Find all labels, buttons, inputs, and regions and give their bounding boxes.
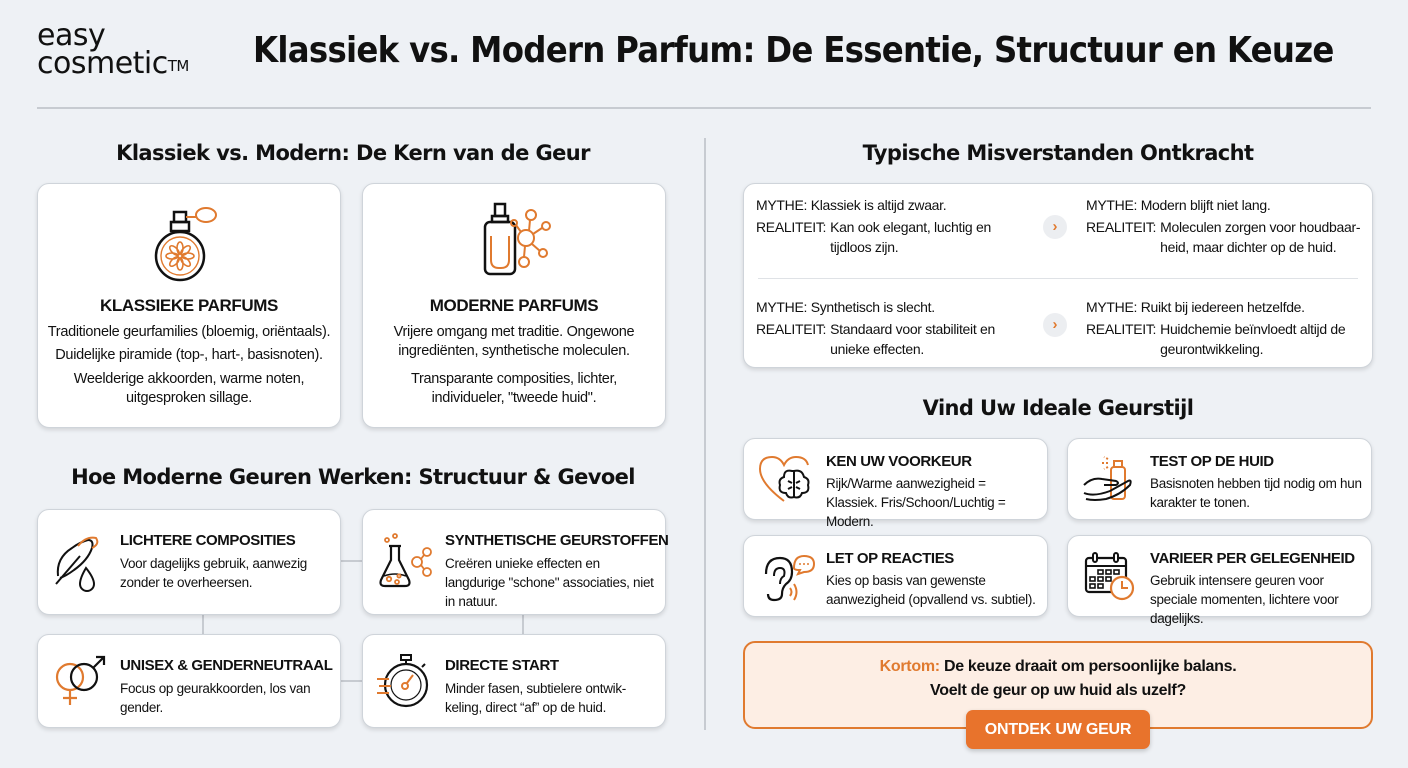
card-line: Duidelijke piramide (top-, hart-, basisn… (55, 347, 323, 363)
myth-text: Modern blijft niet lang. (1140, 197, 1271, 213)
myth-label: MYTHE: (756, 197, 808, 213)
myths-panel (743, 183, 1373, 368)
connector-line (202, 615, 204, 635)
card-modern-perfumes: MODERNE PARFUMS Vrijere omgang met tradi… (362, 183, 666, 428)
connector-line (340, 560, 362, 562)
chevron-right-icon[interactable]: › (1043, 215, 1067, 239)
column-divider (704, 138, 706, 730)
card-watch-reactions: LET OP REACTIES Kies op basis van gewens… (743, 535, 1048, 617)
myths-divider (758, 278, 1358, 279)
feather-drop-icon (50, 532, 110, 592)
card-title: KLASSIEKE PARFUMS (99, 296, 278, 315)
trademark: TM (167, 57, 190, 75)
brand-name-line2: cosmetic (37, 46, 168, 81)
card-text: Focus op geurakkoorden, los van gender. (120, 681, 311, 715)
section-title-style: Vind Uw Ideale Geurstijl (922, 396, 1194, 420)
card-text: Gebruik intensere geuren voor speciale m… (1150, 573, 1339, 626)
stopwatch-icon (375, 651, 435, 711)
reality-label: REALITEIT: (1086, 321, 1157, 337)
calendar-clock-icon (1080, 548, 1140, 604)
section-title-core: Klassiek vs. Modern: De Kern van de Geur (116, 141, 590, 165)
connector-line (340, 680, 362, 682)
card-title: UNISEX & GENDERNEUTRAAL (120, 657, 333, 674)
card-lighter-compositions: LICHTERE COMPOSITIES Voor dagelijks gebr… (37, 509, 341, 615)
card-text: Basisnoten hebben tijd nodig om hun kara… (1150, 476, 1362, 510)
card-line: Transparante composities, lichter, indiv… (410, 371, 618, 406)
reality-label: REALITEIT: (756, 321, 827, 337)
card-synthetic-fragrances: SYNTHETISCHE GEURSTOFFEN Creëren unieke … (362, 509, 669, 615)
myth-label: MYTHE: (756, 299, 808, 315)
card-text: Creëren unieke effecten en langdurige "s… (445, 556, 654, 609)
discover-scent-button[interactable]: ONTDEK UW GEUR (966, 710, 1150, 749)
myth-item: MYTHE: Klassiek is altijd zwaar. REALITE… (756, 195, 1031, 257)
flask-molecule-icon (375, 532, 435, 592)
card-text: Kies op basis van gewenste aanwezigheid … (826, 573, 1036, 607)
card-vary-by-occasion: VARIEER PER GELEGENHEID Gebruik intenser… (1067, 535, 1372, 626)
header-divider (37, 107, 1371, 109)
myth-item: MYTHE: Modern blijft niet lang. REALITEI… (1086, 195, 1366, 257)
card-text: Rijk/Warme aanwezigheid = Klassiek. Fris… (826, 476, 1006, 529)
brand-logo: easy cosmeticTM (37, 18, 190, 81)
card-text: Voor dagelijks gebruik, aanwezig zonder … (120, 556, 308, 590)
card-classic-perfumes: KLASSIEKE PARFUMS Traditionele geurfamil… (37, 183, 341, 428)
section-title-structure: Hoe Moderne Geuren Werken: Structuur & G… (71, 465, 635, 489)
reality-text: Huidchemie beïnvloedt altijd de geurontw… (1160, 321, 1346, 357)
myth-text: Ruikt bij iedereen hetzelfde. (1140, 299, 1305, 315)
reality-label: REALITEIT: (1086, 219, 1157, 235)
myth-label: MYTHE: (1086, 197, 1138, 213)
conclusion-line1: De keuze draait om persoonlijke balans. (943, 658, 1237, 675)
myth-label: MYTHE: (1086, 299, 1138, 315)
connector-line (522, 615, 524, 635)
card-title: LICHTERE COMPOSITIES (120, 532, 296, 549)
card-line: Vrijere omgang met traditie. Ongewone in… (393, 324, 635, 359)
card-title: MODERNE PARFUMS (429, 296, 599, 315)
reality-label: REALITEIT: (756, 219, 827, 235)
card-title: TEST OP DE HUID (1150, 453, 1274, 470)
conclusion-label: Kortom: (879, 658, 940, 675)
card-title: SYNTHETISCHE GEURSTOFFEN (445, 532, 669, 549)
card-title: LET OP REACTIES (826, 550, 954, 567)
gender-symbols-icon (50, 651, 110, 711)
brand-name-line1: easy (37, 18, 106, 53)
card-line: Traditionele geurfamilies (bloemig, orië… (47, 324, 331, 340)
page-title: Klassiek vs. Modern Parfum: De Essentie,… (253, 30, 1334, 71)
myth-item: MYTHE: Synthetisch is slecht. REALITEIT:… (756, 297, 1031, 359)
card-test-on-skin: TEST OP DE HUID Basisnoten hebben tijd n… (1067, 438, 1372, 520)
myth-text: Synthetisch is slecht. (810, 299, 935, 315)
reality-text: Moleculen zorgen voor houdbaar-heid, maa… (1160, 219, 1361, 255)
classic-perfume-bottle-icon (144, 198, 234, 288)
hand-spray-icon (1080, 451, 1140, 507)
card-text: Minder fasen, subtielere ontwik-keling, … (445, 681, 626, 715)
card-unisex: UNISEX & GENDERNEUTRAAL Focus op geurakk… (37, 634, 341, 728)
section-title-myths: Typische Misverstanden Ontkracht (862, 141, 1254, 165)
card-title: VARIEER PER GELEGENHEID (1150, 550, 1355, 567)
ear-speech-icon (756, 548, 816, 604)
card-title: KEN UW VOORKEUR (826, 453, 972, 470)
card-line: Weelderige akkoorden, warme noten, uitge… (73, 371, 305, 406)
chevron-right-icon[interactable]: › (1043, 313, 1067, 337)
heart-brain-icon (756, 451, 816, 507)
reality-text: Kan ook elegant, luchtig en tijdloos zij… (830, 219, 991, 255)
conclusion-line2: Voelt de geur op uw huid als uzelf? (930, 682, 1186, 699)
modern-perfume-molecule-icon (469, 198, 559, 288)
reality-text: Standaard voor stabiliteit en unieke eff… (830, 321, 995, 357)
myth-text: Klassiek is altijd zwaar. (810, 197, 947, 213)
card-know-preference: KEN UW VOORKEUR Rijk/Warme aanwezigheid … (743, 438, 1048, 529)
myth-item: MYTHE: Ruikt bij iedereen hetzelfde. REA… (1086, 297, 1366, 359)
card-direct-start: DIRECTE START Minder fasen, subtielere o… (362, 634, 666, 728)
card-title: DIRECTE START (445, 657, 559, 674)
